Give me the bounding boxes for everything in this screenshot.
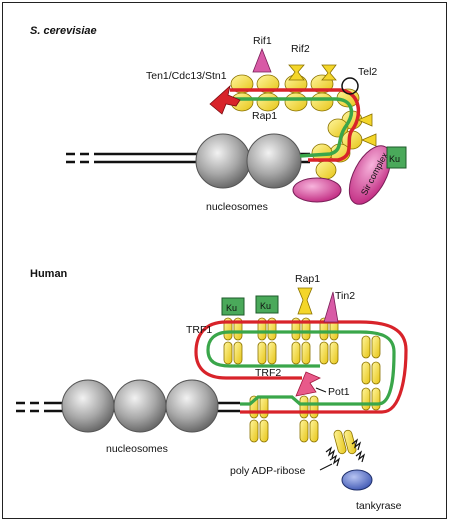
human-parp-leader xyxy=(319,463,333,471)
human-ku-1 xyxy=(221,297,245,316)
yeast-ten1-arrow xyxy=(209,84,241,115)
human-nucleosome-2 xyxy=(113,379,167,433)
yeast-tel2-label: Tel2 xyxy=(358,66,377,78)
human-rap1 xyxy=(297,287,313,315)
human-nucleosome-3 xyxy=(165,379,219,433)
human-trf2-label: TRF2 xyxy=(255,367,281,379)
human-pot1 xyxy=(295,371,321,397)
yeast-rif1-label: Rif1 xyxy=(253,35,272,47)
yeast-panel: S. cerevisiae nucleosomes xyxy=(30,25,407,213)
human-pot1-label: Pot1 xyxy=(328,386,350,398)
yeast-tel2 xyxy=(341,77,359,95)
yeast-rif-side-1 xyxy=(356,113,373,127)
human-panel: Human nucleosomes xyxy=(16,268,408,512)
human-c-strand xyxy=(194,320,408,414)
human-tin2 xyxy=(323,291,339,323)
yeast-ku-label: Ku xyxy=(389,154,400,164)
yeast-nucleosome-1 xyxy=(195,133,251,189)
yeast-sir-partner xyxy=(292,177,342,203)
yeast-g-strand xyxy=(232,97,354,158)
human-pot1-leader xyxy=(315,387,327,393)
human-trf-array xyxy=(223,317,381,455)
human-parp-chains xyxy=(325,438,366,467)
yeast-nucleosomes-label: nucleosomes xyxy=(206,201,268,213)
yeast-rap1-label: Rap1 xyxy=(252,110,277,122)
yeast-ku xyxy=(386,146,407,169)
human-g-strand xyxy=(206,330,396,406)
yeast-rif2b xyxy=(321,64,337,81)
human-tankyrase-label: tankyrase xyxy=(356,500,402,512)
human-nucleosomes-label: nucleosomes xyxy=(106,443,168,455)
human-trf1-label: TRF1 xyxy=(186,324,212,336)
yeast-rif2-label: Rif2 xyxy=(291,43,310,55)
human-ku-2-label: Ku xyxy=(260,301,271,311)
human-title: Human xyxy=(30,268,68,280)
yeast-title: S. cerevisiae xyxy=(30,25,97,37)
human-nucleosome-1 xyxy=(61,379,115,433)
human-rap1-label: Rap1 xyxy=(295,273,320,285)
yeast-rif1 xyxy=(252,47,272,73)
figure-frame xyxy=(2,2,447,519)
human-tin2-label: Tin2 xyxy=(335,290,355,302)
yeast-nucleosome-2 xyxy=(246,133,302,189)
yeast-rif2 xyxy=(288,64,305,81)
yeast-ten1-label: Ten1/Cdc13/Stn1 xyxy=(146,70,227,82)
yeast-rif-side-2 xyxy=(360,133,377,147)
human-tankyrase xyxy=(341,469,373,491)
human-ku-2 xyxy=(255,295,279,314)
yeast-sir-complex xyxy=(348,145,392,205)
human-parp-label: poly ADP-ribose xyxy=(230,465,305,477)
human-ku-1-label: Ku xyxy=(226,303,237,313)
